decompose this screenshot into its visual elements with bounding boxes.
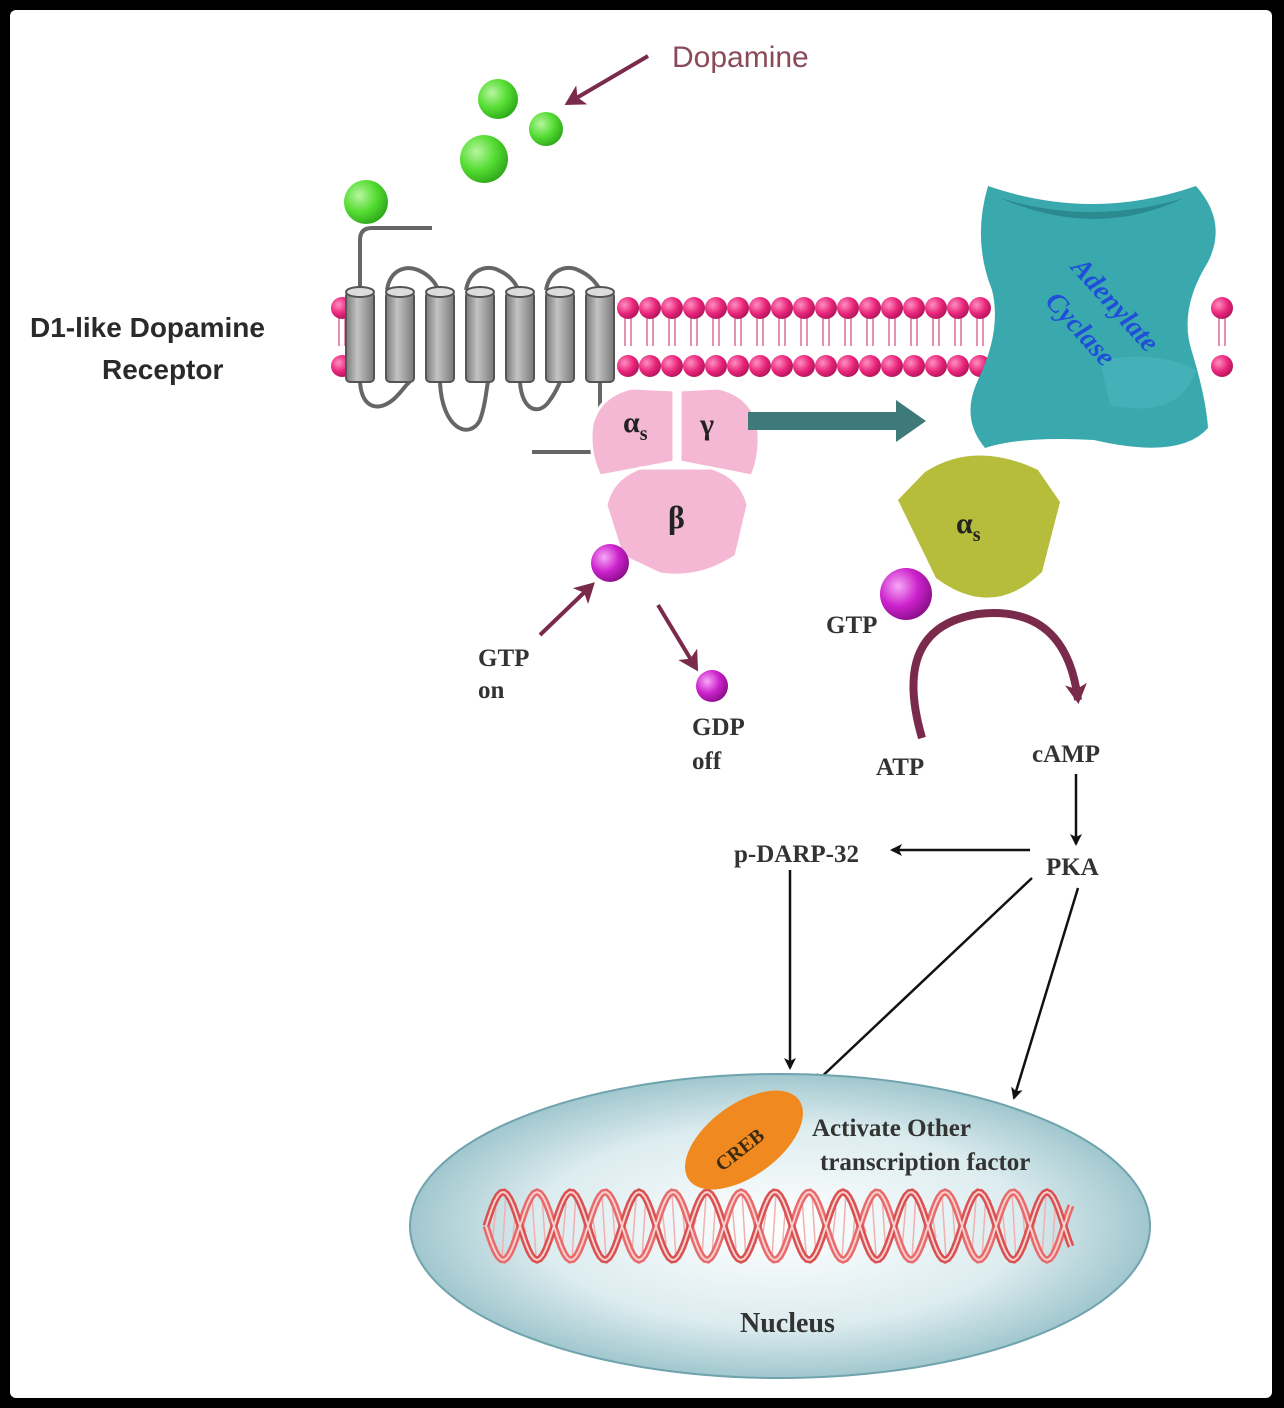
lipid-head: [925, 297, 947, 319]
pka-to-tf-arrow: [1011, 887, 1080, 1100]
lipid-head: [947, 297, 969, 319]
lipid-head: [617, 355, 639, 377]
creb-protein: CREB: [685, 1090, 803, 1190]
figure-frame: Dopamine D1-like Dopamine Receptor αs γ …: [10, 10, 1272, 1398]
gdp-off-arrow: [656, 603, 699, 672]
dna-double-helix: [482, 1188, 1075, 1264]
atp-to-camp-arrow: [909, 609, 1087, 740]
transmembrane-helix: [585, 291, 615, 383]
activate-label-line2: transcription factor: [820, 1149, 1030, 1176]
dopamine-molecule: [460, 135, 508, 183]
lipid-head: [881, 297, 903, 319]
nucleus: CREB Activate Other transcription factor…: [409, 1073, 1151, 1379]
gdp-off-label-line1: GDP: [692, 714, 745, 741]
lipid-head: [683, 297, 705, 319]
adenylate-cyclase: Adenylate Cyclase: [970, 186, 1216, 448]
lipid-head: [793, 355, 815, 377]
gtp-molecule: [591, 544, 629, 582]
g-gamma-subunit: [678, 386, 761, 478]
g-beta-subunit: [604, 466, 750, 577]
lipid-head: [661, 355, 683, 377]
alpha-s-active: αs: [898, 455, 1060, 598]
lipid-head: [815, 297, 837, 319]
transmembrane-helix: [465, 291, 495, 383]
lipid-head: [1211, 297, 1233, 319]
atp-label: ATP: [876, 754, 924, 781]
dopamine-molecule: [344, 180, 388, 224]
transmembrane-helix: [385, 291, 415, 383]
dopamine-molecule: [529, 112, 563, 146]
lipid-head: [837, 297, 859, 319]
gtp-on-label-line1: GTP: [478, 645, 529, 672]
alpha-s-active-label: αs: [956, 507, 981, 546]
lipid-head: [969, 297, 991, 319]
p-darp-label: p-DARP-32: [734, 841, 859, 868]
pka-to-creb-arrow: [812, 877, 1033, 1086]
lipid-head: [947, 355, 969, 377]
pka-label: PKA: [1046, 854, 1099, 881]
lipid-head: [903, 297, 925, 319]
gtp-bound-label: GTP: [826, 612, 877, 639]
lipid-head: [639, 297, 661, 319]
lipid-head: [815, 355, 837, 377]
beta-label: β: [668, 499, 685, 535]
dopamine-arrow: [564, 54, 650, 106]
transmembrane-helix: [425, 291, 455, 383]
transmembrane-helix: [545, 291, 575, 383]
lipid-head: [705, 297, 727, 319]
lipid-head: [749, 355, 771, 377]
lipid-head: [837, 355, 859, 377]
lipid-head: [727, 297, 749, 319]
g-protein-heterotrimer: αs γ β: [589, 386, 761, 577]
gdp-molecule: [696, 670, 728, 702]
lipid-head: [617, 297, 639, 319]
dopamine-molecules: [344, 79, 563, 224]
lipid-head: [639, 355, 661, 377]
lipid-head: [771, 355, 793, 377]
activation-arrow: [748, 400, 926, 442]
lipid-head: [793, 297, 815, 319]
transmembrane-helix: [345, 291, 375, 383]
receptor-label-line1: D1-like Dopamine: [30, 312, 265, 343]
lipid-head: [925, 355, 947, 377]
lipid-head: [859, 355, 881, 377]
lipid-head: [683, 355, 705, 377]
dopamine-signaling-diagram: Dopamine D1-like Dopamine Receptor αs γ …: [30, 41, 1233, 1379]
gtp-bound-molecule: [880, 568, 932, 620]
alpha-s-label: αs: [623, 406, 648, 445]
gtp-on-arrow: [538, 582, 595, 637]
d1-receptor: [345, 226, 615, 454]
lipid-head: [727, 355, 749, 377]
lipid-head: [749, 297, 771, 319]
gdp-off-label-line2: off: [692, 748, 722, 775]
lipid-head: [771, 297, 793, 319]
g-alpha-subunit: [589, 386, 676, 478]
dopamine-label: Dopamine: [672, 41, 809, 74]
activate-label-line1: Activate Other: [812, 1115, 971, 1142]
lipid-head: [661, 297, 683, 319]
receptor-label-line2: Receptor: [102, 354, 223, 385]
dopamine-molecule: [478, 79, 518, 119]
lipid-head: [881, 355, 903, 377]
nucleus-label: Nucleus: [740, 1308, 835, 1339]
camp-label: cAMP: [1032, 741, 1100, 768]
gamma-label: γ: [699, 408, 714, 441]
transmembrane-helix: [505, 291, 535, 383]
lipid-head: [1211, 355, 1233, 377]
lipid-head: [859, 297, 881, 319]
lipid-head: [903, 355, 925, 377]
lipid-head: [705, 355, 727, 377]
gtp-on-label-line2: on: [478, 677, 505, 704]
